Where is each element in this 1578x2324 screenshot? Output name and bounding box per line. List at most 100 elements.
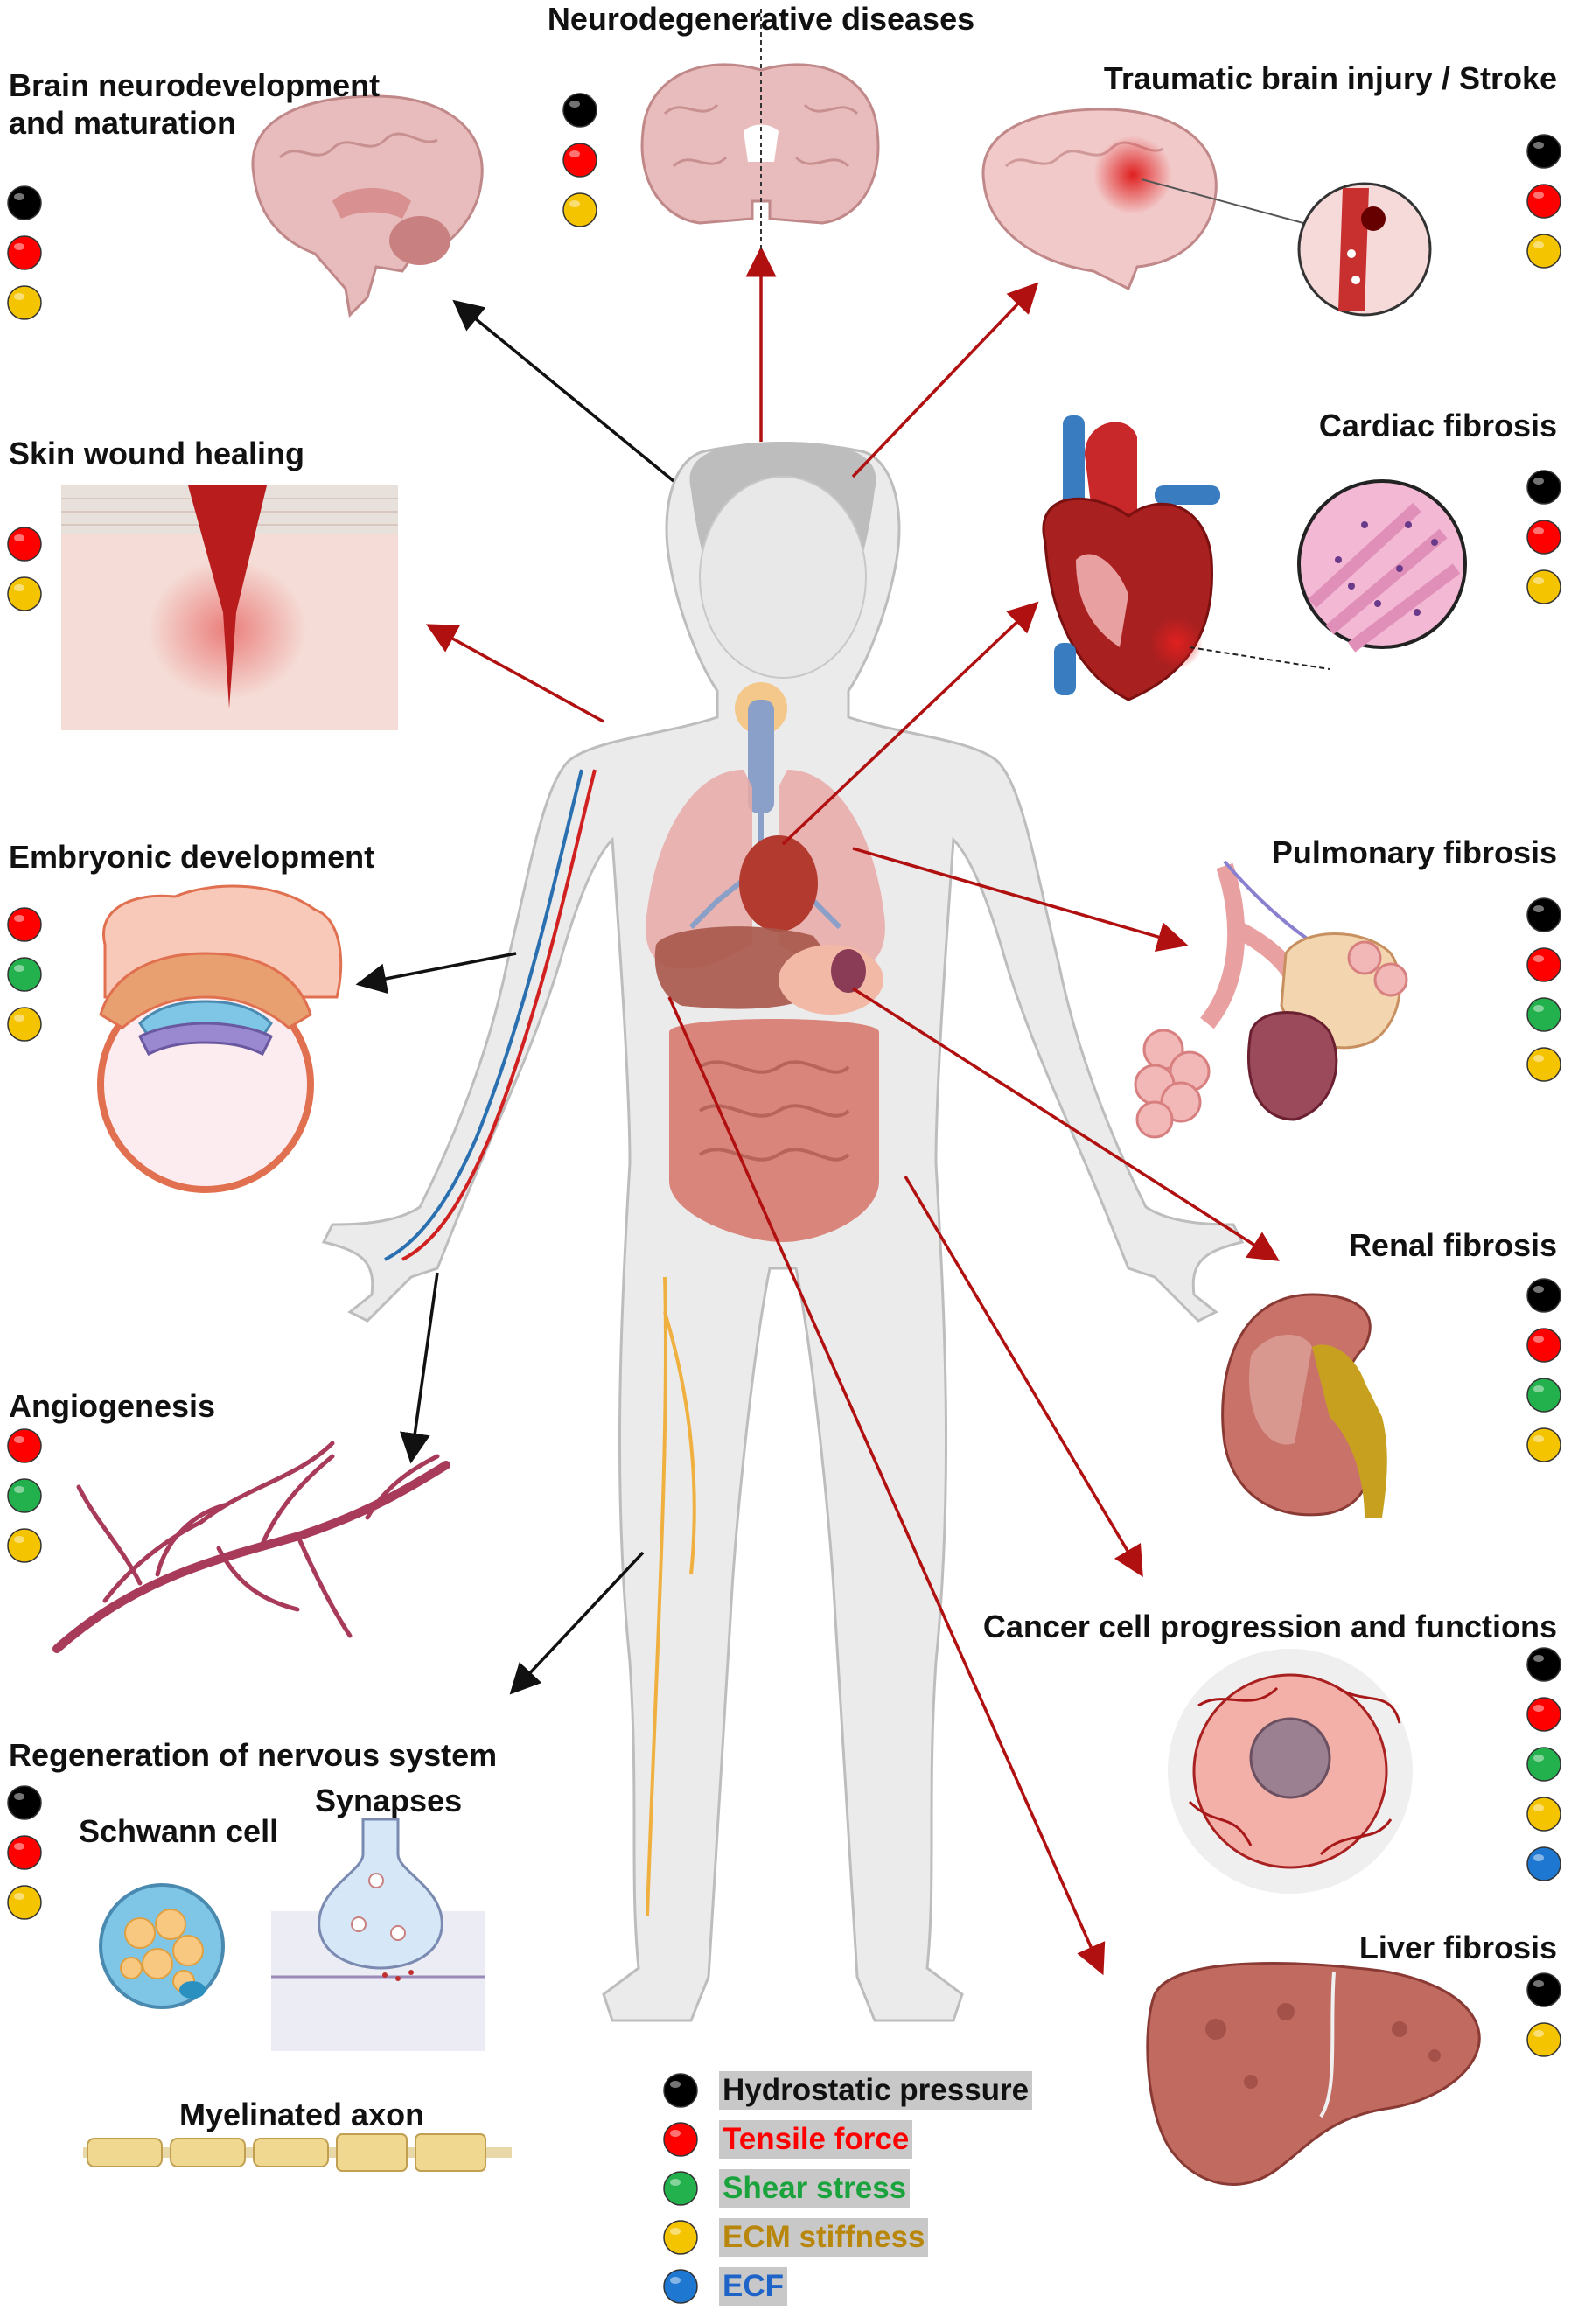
label-neurodegenerative: Neurodegenerative diseases <box>547 1 975 37</box>
arrow-skin <box>425 624 604 723</box>
synapse-illustration <box>271 1818 485 2051</box>
arrow-liver <box>667 996 1106 1976</box>
force-dot-nervous-stiffness-highlight <box>14 1893 24 1900</box>
legend-tensile-force: Tensile force <box>719 2120 913 2159</box>
legend-dot-stiffness <box>663 2220 698 2255</box>
force-dot-neurodevelopment-tensile <box>7 235 42 270</box>
force-dot-skin-tensile-highlight <box>14 534 24 541</box>
force-dot-neurodevelopment-stiffness-highlight <box>14 293 24 300</box>
force-dot-neurodegenerative-stiffness-highlight <box>569 200 580 207</box>
force-dot-neurodevelopment-tensile-highlight <box>14 243 24 250</box>
force-dot-neurodegenerative-tensile-highlight <box>569 150 580 157</box>
legend-ecf: ECF <box>719 2267 787 2306</box>
force-dot-neurodegenerative-hydrostatic-highlight <box>569 101 580 108</box>
force-dot-angiogenesis-stiffness <box>7 1528 42 1563</box>
force-dot-liver-stiffness-highlight <box>1533 2030 1544 2037</box>
arrow-embryonic <box>355 952 517 995</box>
force-dot-skin-stiffness-highlight <box>14 584 24 591</box>
arrow-neurodevelopment <box>452 299 675 483</box>
force-dot-tbi-tensile <box>1526 184 1561 219</box>
label-nervous-regeneration: Regeneration of nervous system <box>9 1737 498 1773</box>
force-dot-cancer-tensile <box>1526 1697 1561 1732</box>
arrow-nervous <box>509 1551 645 1695</box>
legend-dot-shear-highlight <box>670 2179 681 2186</box>
force-dot-cardiac-tensile <box>1526 520 1561 555</box>
force-dot-cancer-ecf <box>1526 1846 1561 1881</box>
force-dot-embryonic-shear-highlight <box>14 965 24 972</box>
label-myelinated-axon: Myelinated axon <box>179 2097 425 2132</box>
face <box>699 476 867 679</box>
force-dot-pulmonary-hydrostatic-highlight <box>1533 905 1544 912</box>
legend-dot-hydrostatic-highlight <box>670 2081 681 2088</box>
legend-dot-hydrostatic <box>663 2073 698 2108</box>
force-dot-tbi-stiffness-highlight <box>1533 241 1544 248</box>
force-dot-cancer-shear-highlight <box>1533 1755 1544 1762</box>
force-dot-neurodegenerative-hydrostatic <box>562 93 597 128</box>
kidney-small <box>831 949 866 993</box>
label-pulmonary: Pulmonary fibrosis <box>1271 834 1557 870</box>
alveoli-illustration <box>1134 860 1408 1139</box>
legend-dots <box>663 2073 698 2304</box>
trachea <box>748 700 774 813</box>
force-dot-renal-tensile <box>1526 1328 1561 1363</box>
force-dot-embryonic-tensile <box>7 907 42 942</box>
legend-dot-tensile-highlight <box>670 2130 681 2137</box>
arrows <box>355 246 1280 1976</box>
force-dot-renal-stiffness-highlight <box>1533 1435 1544 1442</box>
force-dot-angiogenesis-tensile <box>7 1428 42 1463</box>
legend-ecm-stiffness: ECM stiffness <box>719 2218 929 2257</box>
force-dot-embryonic-stiffness <box>7 1007 42 1042</box>
force-dot-nervous-tensile-highlight <box>14 1843 24 1850</box>
force-dot-embryonic-tensile-highlight <box>14 915 24 922</box>
arm-vein <box>384 769 583 1261</box>
heart-small <box>739 835 818 932</box>
force-dot-tbi-hydrostatic-highlight <box>1533 142 1544 149</box>
force-dot-pulmonary-tensile <box>1526 947 1561 982</box>
label-renal: Renal fibrosis <box>1348 1227 1557 1263</box>
force-dot-embryonic-shear <box>7 957 42 992</box>
legend-dot-stiffness-highlight <box>670 2228 681 2235</box>
legend-hydrostatic-pressure: Hydrostatic pressure <box>719 2071 1033 2110</box>
label-liver: Liver fibrosis <box>1358 1930 1557 1965</box>
force-dot-pulmonary-shear-highlight <box>1533 1005 1544 1012</box>
force-dot-cancer-stiffness <box>1526 1797 1561 1832</box>
force-dot-tbi-stiffness <box>1526 234 1561 269</box>
myelinated-axon-illustration <box>83 2133 512 2172</box>
force-dot-renal-stiffness <box>1526 1427 1561 1462</box>
tumor-illustration <box>1168 1649 1413 1894</box>
leg-nerve <box>646 1276 696 1916</box>
stomach <box>779 945 883 1015</box>
force-dot-skin-stiffness <box>7 576 42 611</box>
force-dot-cancer-tensile-highlight <box>1533 1705 1544 1712</box>
force-dot-embryonic-stiffness-highlight <box>14 1015 24 1022</box>
force-dot-angiogenesis-shear-highlight <box>14 1486 24 1493</box>
vessel-network-illustration <box>52 1441 450 1653</box>
embryo-illustration <box>97 884 343 1193</box>
force-dot-cardiac-stiffness-highlight <box>1533 577 1544 584</box>
force-dot-cardiac-tensile-highlight <box>1533 527 1544 534</box>
legend-dot-ecf <box>663 2269 698 2304</box>
label-cancer: Cancer cell progression and functions <box>982 1609 1557 1644</box>
arrow-tbi <box>851 282 1039 478</box>
legend-shear-stress: Shear stress <box>719 2169 911 2208</box>
force-dot-renal-shear-highlight <box>1533 1385 1544 1392</box>
legend-dot-tensile <box>663 2122 698 2157</box>
arrow-pulmonary <box>852 847 1189 953</box>
force-dot-renal-tensile-highlight <box>1533 1336 1544 1343</box>
force-dot-neurodegenerative-stiffness <box>562 192 597 227</box>
label-schwann-cell: Schwann cell <box>79 1813 279 1849</box>
label-embryonic: Embryonic development <box>9 839 375 875</box>
force-dot-tbi-hydrostatic <box>1526 134 1561 169</box>
legend-dot-ecf-highlight <box>670 2277 681 2284</box>
liver-illustration <box>1146 1961 1481 2186</box>
label-tbi: Traumatic brain injury / Stroke <box>1103 60 1557 96</box>
force-dot-neurodevelopment-hydrostatic <box>7 185 42 220</box>
force-indicator-dots <box>7 93 1561 2057</box>
coronal-brain-illustration <box>640 9 880 249</box>
force-dot-nervous-stiffness <box>7 1885 42 1920</box>
force-dot-cardiac-stiffness <box>1526 569 1561 604</box>
force-dot-cancer-stiffness-highlight <box>1533 1804 1544 1811</box>
force-dot-neurodevelopment-stiffness <box>7 285 42 320</box>
